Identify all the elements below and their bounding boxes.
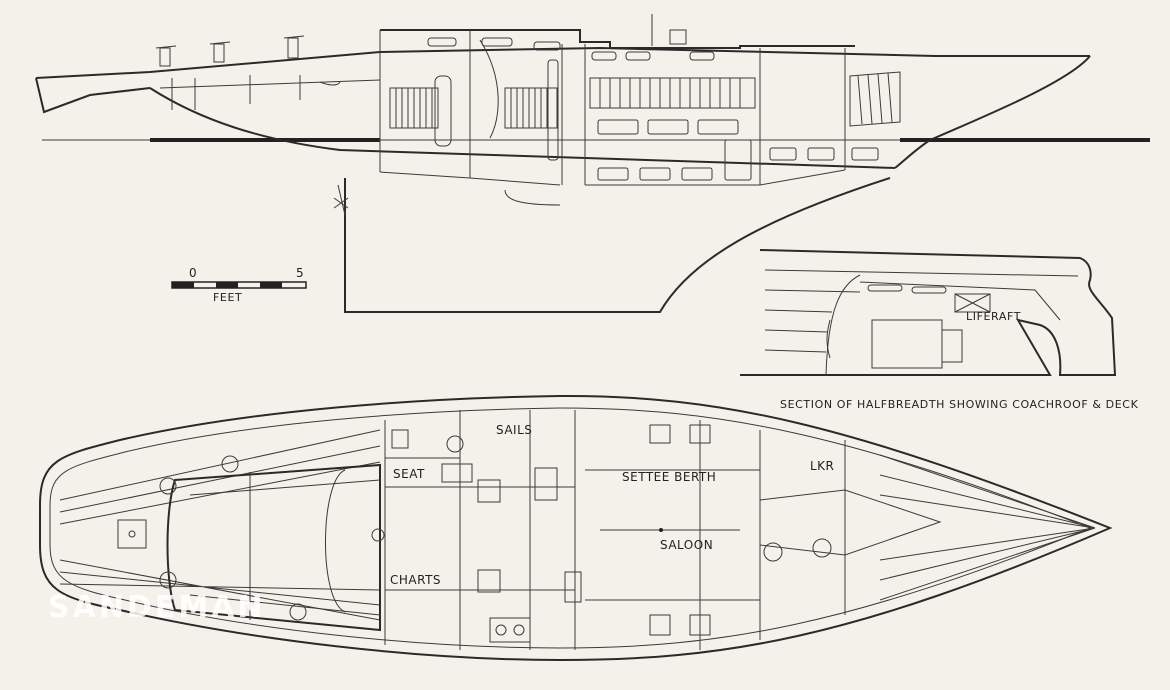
sink-icon bbox=[564, 571, 582, 603]
portlight bbox=[911, 286, 947, 294]
deck-planks-fwd bbox=[879, 454, 1096, 601]
fitting bbox=[128, 530, 136, 538]
rudder-post bbox=[337, 184, 346, 216]
winch-icon bbox=[159, 571, 177, 589]
basin-icon bbox=[441, 463, 473, 483]
deck-edge-plan bbox=[49, 407, 1092, 649]
cockpit-seats bbox=[189, 472, 381, 620]
transom bbox=[35, 77, 151, 114]
watermark: SANDEMAN bbox=[48, 590, 266, 625]
seat-label: SEAT bbox=[393, 467, 425, 481]
section-outline bbox=[740, 249, 1117, 376]
stove-burner-icon bbox=[495, 624, 507, 636]
profile-view bbox=[35, 14, 1150, 313]
coaming bbox=[826, 319, 831, 359]
hatch-aft bbox=[117, 519, 147, 549]
cockpit bbox=[166, 463, 381, 632]
coachroof-top bbox=[859, 281, 1061, 321]
coachroof-edge bbox=[825, 274, 861, 376]
cabin-sole-fwd bbox=[585, 169, 846, 186]
winch-icon bbox=[283, 35, 305, 59]
bulkheads bbox=[379, 30, 846, 185]
liferaft-icon bbox=[954, 293, 991, 313]
stem bbox=[894, 55, 1091, 169]
plan-view: SAILS SEAT SETTEE BERTH LKR SALOON CHART… bbox=[39, 394, 1113, 662]
hull-inner bbox=[504, 189, 561, 206]
mast-icon bbox=[763, 542, 783, 562]
stove-burner-icon bbox=[513, 624, 525, 636]
stove-icon bbox=[489, 617, 531, 643]
winch-icon bbox=[209, 41, 231, 63]
portlight bbox=[867, 284, 903, 292]
cockpit-floor bbox=[159, 79, 381, 89]
coachroof-profile bbox=[380, 29, 855, 49]
saloon-label: SALOON bbox=[660, 538, 713, 552]
winch-icon bbox=[155, 45, 177, 67]
hull-bottom bbox=[149, 87, 896, 169]
companionway bbox=[325, 469, 346, 613]
locker-door bbox=[689, 614, 711, 636]
winch-icon bbox=[221, 455, 239, 473]
sheer-line bbox=[35, 46, 1090, 79]
seat-icon bbox=[477, 479, 501, 503]
hatch-slide bbox=[941, 329, 963, 363]
heater-icon bbox=[534, 467, 558, 501]
section-caption: SECTION OF HALFBREADTH SHOWING COACHROOF… bbox=[780, 398, 1139, 411]
hull-outline-plan bbox=[39, 394, 1113, 662]
charts-label: CHARTS bbox=[390, 573, 441, 587]
vent-icon bbox=[669, 29, 687, 45]
cockpit-details bbox=[171, 75, 341, 110]
deck-planking bbox=[764, 269, 1079, 353]
toilet-icon bbox=[446, 435, 464, 453]
seat-icon bbox=[477, 569, 501, 593]
scale-start-label: 0 bbox=[189, 266, 197, 280]
scale-end-label: 5 bbox=[296, 266, 304, 280]
settee-slats bbox=[389, 71, 901, 129]
locker-door bbox=[689, 424, 711, 444]
propeller bbox=[333, 197, 349, 209]
locker-door bbox=[649, 424, 671, 444]
lockers bbox=[434, 39, 879, 181]
pillar-icon bbox=[659, 528, 663, 532]
halfbreadth-section: LIFERAFT SECTION OF HALFBREADTH SHOWING … bbox=[740, 249, 1139, 411]
mast-step-icon bbox=[812, 538, 832, 558]
winch-icon bbox=[289, 603, 307, 621]
winch-icon bbox=[371, 528, 385, 542]
winch-icon bbox=[159, 477, 177, 495]
scale-bar: 0 5 FEET bbox=[171, 266, 307, 304]
keel bbox=[344, 177, 891, 313]
watermark-name: SANDEMAN bbox=[48, 590, 266, 625]
portlights bbox=[427, 37, 715, 61]
locker-door bbox=[391, 429, 409, 449]
settee-berth-label: SETTEE BERTH bbox=[622, 470, 716, 484]
scale-unit-label: FEET bbox=[213, 291, 242, 304]
cabin-sole-aft bbox=[379, 171, 561, 186]
interior-partitions bbox=[385, 457, 760, 601]
locker-door bbox=[649, 614, 671, 636]
saloon-table bbox=[759, 489, 942, 556]
lkr-label: LKR bbox=[810, 459, 834, 473]
hatch bbox=[871, 319, 943, 369]
sails-label: SAILS bbox=[496, 423, 532, 437]
interior-bulkheads bbox=[384, 410, 846, 650]
liferaft-label: LIFERAFT bbox=[966, 310, 1021, 323]
